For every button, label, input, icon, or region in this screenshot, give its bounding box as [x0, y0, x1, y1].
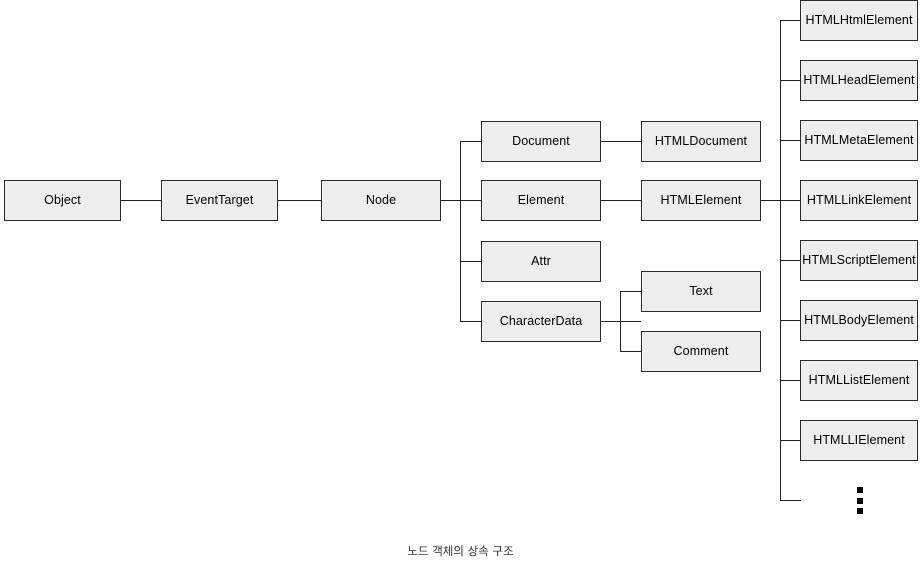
node-label-htmlbodyelement: HTMLBodyElement	[804, 313, 914, 328]
node-box-htmllielement[interactable]: HTMLLIElement	[800, 420, 918, 461]
node-box-text[interactable]: Text	[641, 271, 761, 312]
node-box-eventtarget[interactable]: EventTarget	[161, 180, 278, 221]
node-box-comment[interactable]: Comment	[641, 331, 761, 372]
connector-bus-ellipsis	[780, 500, 801, 502]
node-label-document: Document	[512, 134, 570, 149]
node-box-htmldocument[interactable]: HTMLDocument	[641, 121, 761, 162]
node-box-element[interactable]: Element	[481, 180, 601, 221]
connector-bus-htmlheadelement	[780, 80, 801, 82]
node-box-node[interactable]: Node	[321, 180, 441, 221]
node-label-htmlscriptelement: HTMLScriptElement	[802, 253, 916, 268]
bus-characterdata-children	[620, 291, 622, 351]
node-label-text: Text	[689, 284, 713, 299]
connector-document-htmldocument	[601, 141, 641, 143]
node-label-htmldocument: HTMLDocument	[654, 134, 748, 149]
connector-bus-htmlscriptelement	[780, 260, 801, 262]
ellipsis-dot-1	[856, 487, 863, 493]
ellipsis-dot-3	[856, 508, 863, 514]
connector-bus-document	[460, 141, 481, 143]
node-box-htmllinkelement[interactable]: HTMLLinkElement	[800, 180, 918, 221]
node-box-htmlmetaelement[interactable]: HTMLMetaElement	[800, 120, 918, 161]
node-box-characterdata[interactable]: CharacterData	[481, 301, 601, 342]
node-box-document[interactable]: Document	[481, 121, 601, 162]
node-box-htmlelement[interactable]: HTMLElement	[641, 180, 761, 221]
node-box-htmlscriptelement[interactable]: HTMLScriptElement	[800, 240, 918, 281]
diagram-caption: 노드 객체의 상속 구조	[407, 544, 514, 558]
connector-bus-comment	[620, 351, 641, 353]
node-label-characterdata: CharacterData	[499, 314, 583, 329]
connector-bus-htmllielement	[780, 440, 801, 442]
node-label-htmlheadelement: HTMLHeadElement	[803, 73, 915, 88]
node-box-htmlhtmlelement[interactable]: HTMLHtmlElement	[800, 0, 918, 41]
node-label-htmllinkelement: HTMLLinkElement	[806, 193, 912, 208]
connector-bus-attr	[460, 261, 481, 263]
node-box-object[interactable]: Object	[4, 180, 121, 221]
node-box-htmlheadelement[interactable]: HTMLHeadElement	[800, 60, 918, 101]
vertical-ellipsis-icon	[856, 487, 863, 514]
connector-object-eventtarget	[121, 200, 161, 202]
connector-bus-htmlmetaelement	[780, 140, 801, 142]
node-label-element: Element	[517, 193, 565, 208]
connector-bus-htmlhtmlelement	[780, 20, 801, 22]
node-box-htmlbodyelement[interactable]: HTMLBodyElement	[800, 300, 918, 341]
node-label-eventtarget: EventTarget	[185, 193, 254, 208]
node-label-htmllistelement: HTMLListElement	[808, 373, 910, 388]
connector-eventtarget-node	[278, 200, 321, 202]
ellipsis-dot-2	[856, 497, 863, 504]
node-label-comment: Comment	[673, 344, 729, 359]
bus-node-children	[460, 141, 462, 321]
connector-bus-htmlbodyelement	[780, 320, 801, 322]
node-label-htmlmetaelement: HTMLMetaElement	[804, 133, 914, 148]
node-label-object: Object	[44, 193, 81, 208]
node-label-htmlelement: HTMLElement	[660, 193, 742, 208]
node-label-htmllielement: HTMLLIElement	[813, 433, 905, 448]
connector-bus-htmllistelement	[780, 380, 801, 382]
connector-bus-characterdata	[460, 321, 481, 323]
connector-element-htmlelement	[601, 200, 641, 202]
connector-bus-text	[620, 291, 641, 293]
node-box-htmllistelement[interactable]: HTMLListElement	[800, 360, 918, 401]
node-box-attr[interactable]: Attr	[481, 241, 601, 282]
node-label-htmlhtmlelement: HTMLHtmlElement	[805, 13, 913, 28]
node-label-node: Node	[365, 193, 397, 208]
node-label-attr: Attr	[531, 254, 551, 269]
